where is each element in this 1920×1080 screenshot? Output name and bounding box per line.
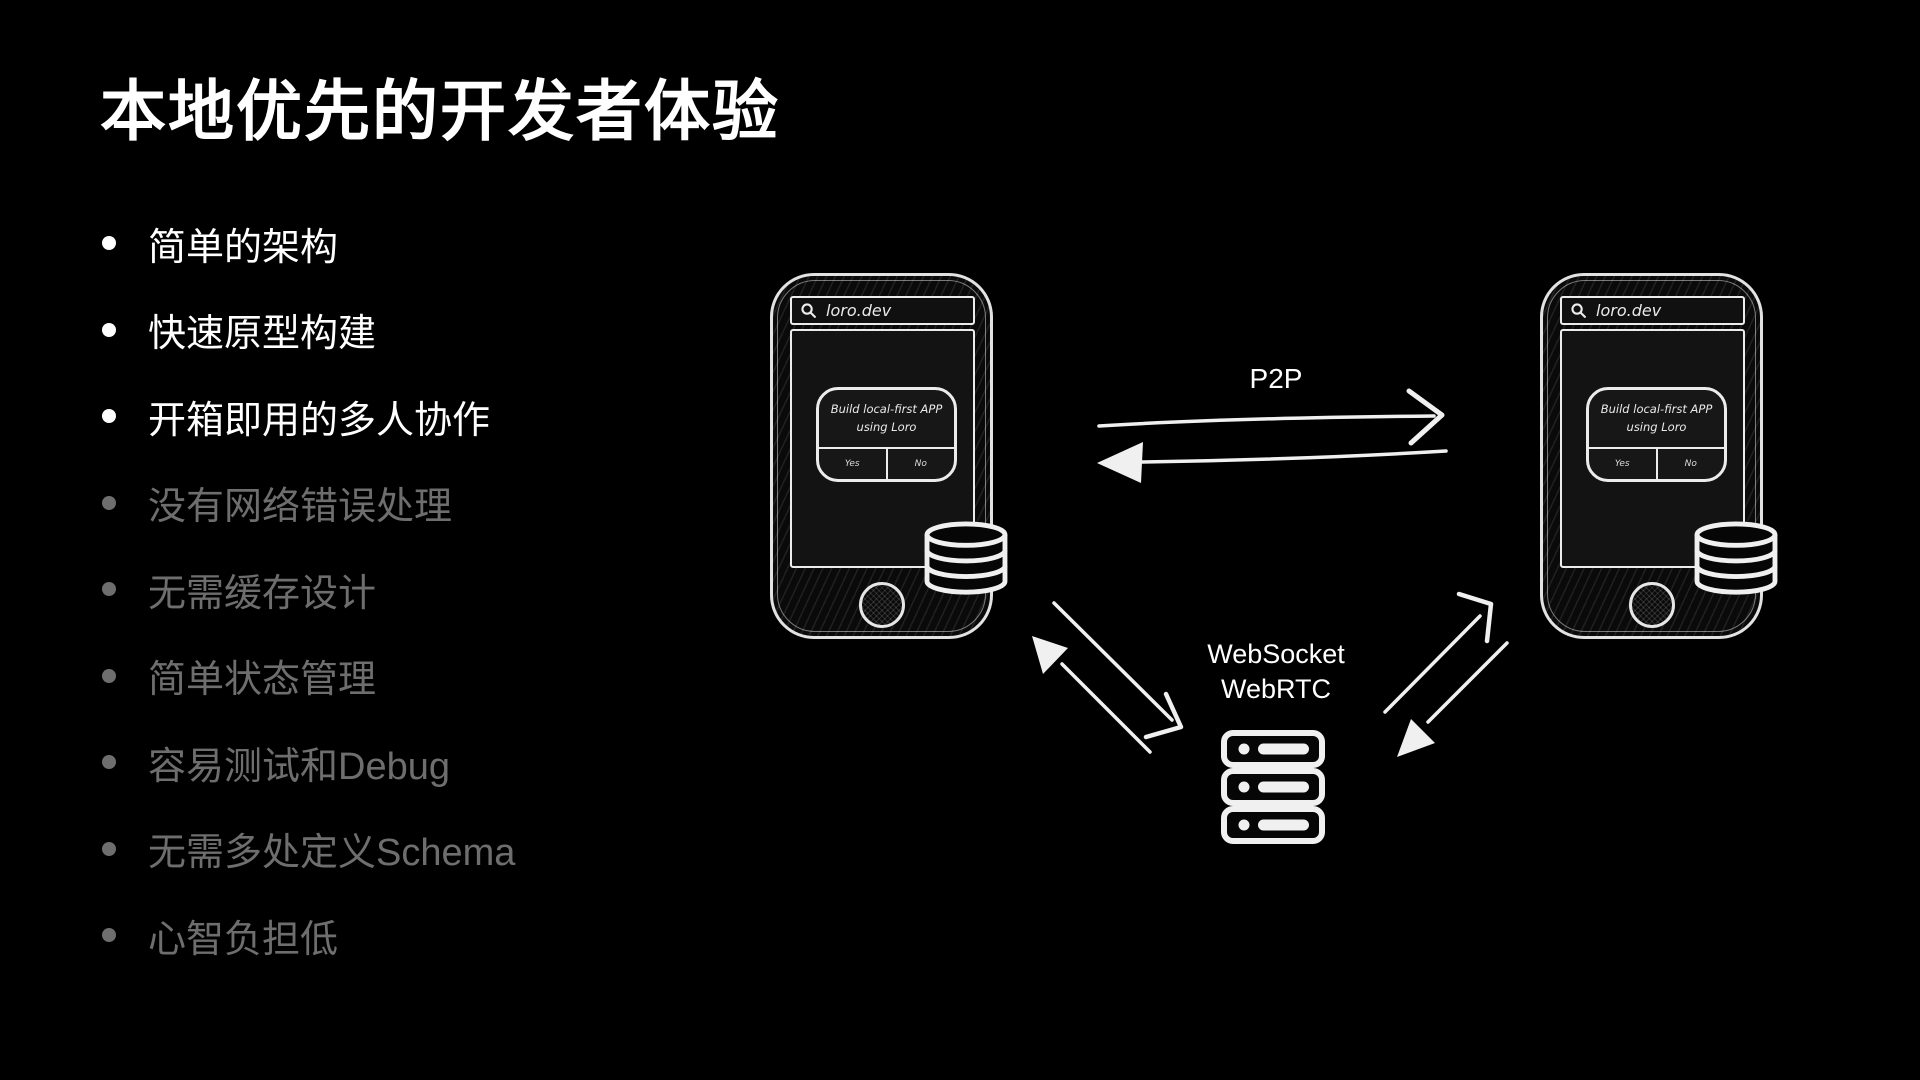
bullet-dot-icon (102, 841, 116, 856)
slide-title: 本地优先的开发者体验 (100, 74, 780, 148)
dialog-text-line2: using Loro (1626, 419, 1687, 434)
bullet-item: 容易测试和Debug (102, 719, 515, 806)
server-icon (1221, 730, 1325, 844)
phone-device-right: loro.dev Build local-first APP using Lor… (1540, 273, 1778, 639)
bullet-dot-icon (102, 928, 116, 943)
p2p-label: P2P (1249, 363, 1303, 394)
yes-button: Yes (819, 449, 888, 479)
bullet-item: 没有网络错误处理 (102, 460, 515, 547)
bullet-label: 无需缓存设计 (148, 572, 377, 615)
bullet-item: 心智负担低 (102, 892, 515, 979)
search-icon (801, 303, 816, 318)
bullet-item: 无需缓存设计 (102, 546, 515, 633)
websocket-label: WebSocket (1207, 639, 1345, 669)
address-bar-url: loro.dev (1596, 301, 1662, 320)
no-button: No (1684, 459, 1697, 469)
database-icon (924, 521, 1008, 595)
bullet-label: 开箱即用的多人协作 (148, 399, 491, 442)
bullet-label: 简单的架构 (148, 226, 339, 269)
bullet-label: 快速原型构建 (148, 313, 377, 356)
p2p-arrow-left (1097, 442, 1448, 483)
browser-address-bar: loro.dev (1560, 296, 1745, 325)
bullet-label: 容易测试和Debug (148, 745, 450, 788)
p2p-arrow-right (1097, 388, 1445, 446)
bullet-dot-icon (102, 495, 116, 510)
build-app-dialog: Build local-first APP using Loro Yes No (1586, 387, 1727, 482)
no-button: No (914, 459, 927, 469)
browser-address-bar: loro.dev (790, 296, 975, 325)
sync-protocol-label: WebSocket WebRTC (1156, 637, 1396, 707)
search-icon (1571, 303, 1586, 318)
bullet-item: 无需多处定义Schema (102, 806, 515, 893)
phone-device-left: loro.dev Build local-first APP using Lor… (770, 273, 1008, 639)
dialog-text-line1: Build local-first APP (1600, 402, 1713, 417)
build-app-dialog: Build local-first APP using Loro Yes No (816, 387, 957, 482)
phone-screen: Build local-first APP using Loro Yes No (1560, 329, 1745, 568)
webrtc-label: WebRTC (1220, 674, 1332, 704)
server-to-left-phone-arrow (1032, 636, 1152, 754)
bullet-list: 简单的架构快速原型构建开箱即用的多人协作没有网络错误处理无需缓存设计简单状态管理… (102, 200, 515, 979)
right-phone-to-server-arrow (1397, 641, 1509, 757)
address-bar-url: loro.dev (826, 301, 892, 320)
bullet-dot-icon (102, 755, 116, 770)
yes-button: Yes (1589, 449, 1658, 479)
bullet-item: 开箱即用的多人协作 (102, 373, 515, 460)
dialog-text-line2: using Loro (856, 419, 917, 434)
bullet-item: 简单的架构 (102, 200, 515, 287)
bullet-dot-icon (102, 409, 116, 424)
bullet-label: 没有网络错误处理 (148, 486, 453, 529)
home-button-icon (858, 582, 905, 628)
bullet-item: 简单状态管理 (102, 633, 515, 720)
bullet-label: 简单状态管理 (148, 659, 377, 702)
bullet-item: 快速原型构建 (102, 287, 515, 374)
bullet-dot-icon (102, 582, 116, 597)
dialog-text-line1: Build local-first APP (830, 402, 943, 417)
bullet-label: 心智负担低 (148, 918, 339, 961)
database-icon (1694, 521, 1778, 595)
bullet-dot-icon (102, 668, 116, 683)
bullet-dot-icon (102, 322, 116, 337)
bullet-label: 无需多处定义Schema (148, 832, 516, 875)
server-to-right-phone-arrow (1383, 591, 1494, 714)
bullet-dot-icon (102, 236, 116, 251)
home-button-icon (1628, 582, 1675, 628)
